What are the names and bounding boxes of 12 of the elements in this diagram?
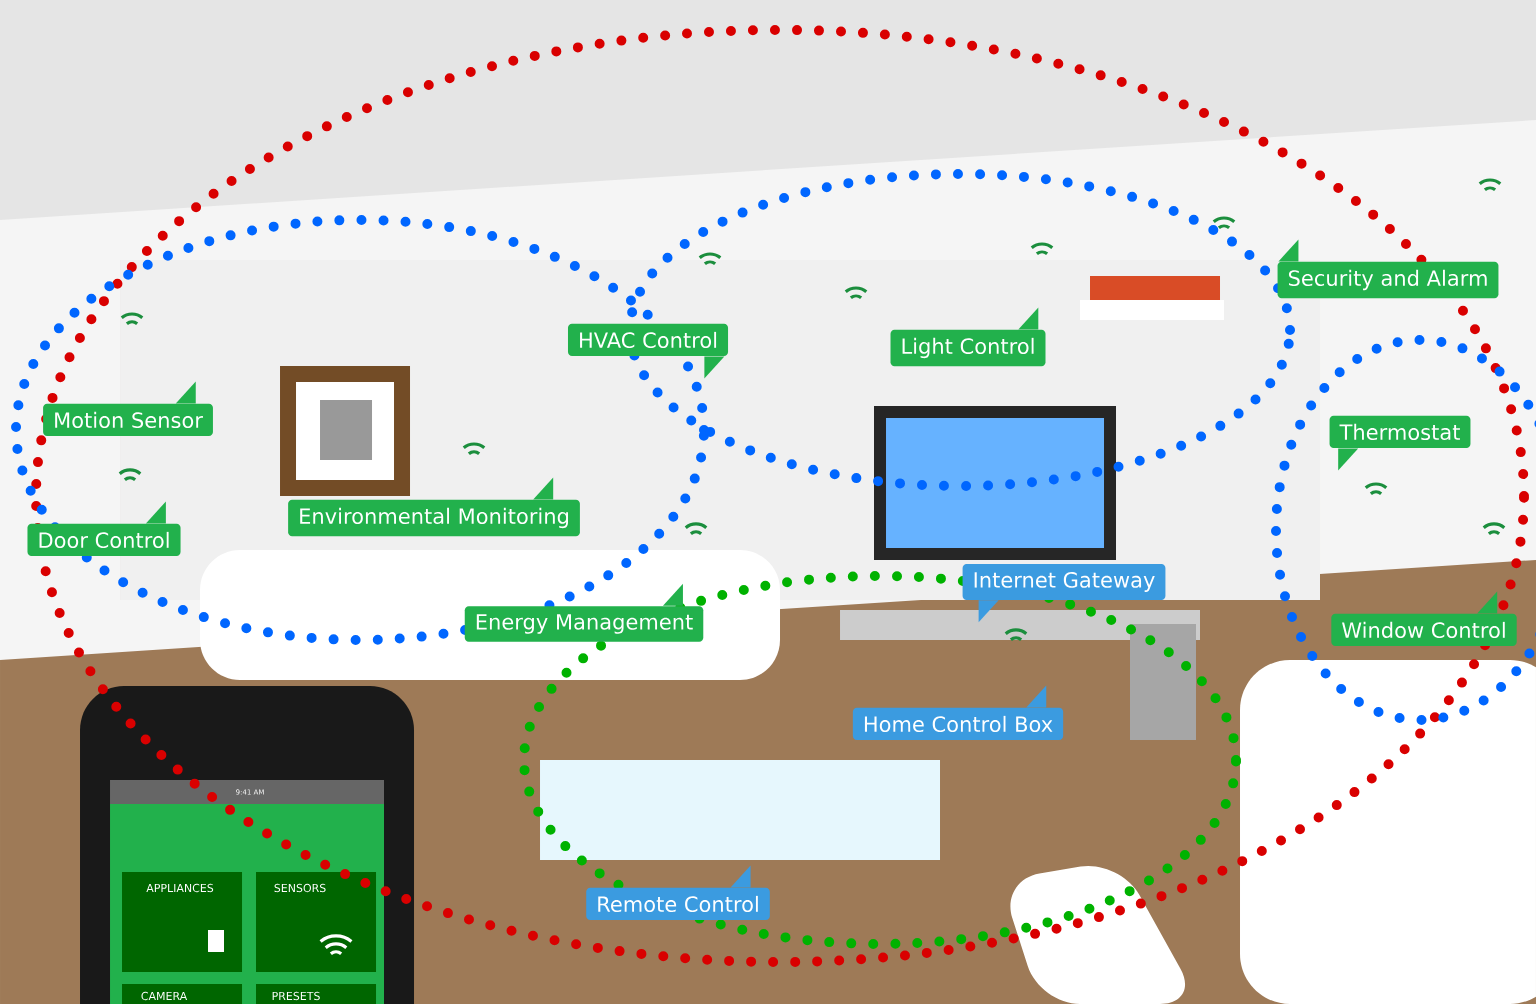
callout-bubble: Light Control	[890, 307, 1046, 367]
callout-bubble: Thermostat	[1329, 415, 1471, 471]
callout-bubble: Remote Control	[586, 865, 770, 921]
callout-bubble: HVAC Control	[568, 323, 729, 379]
callout-bubble: Internet Gateway	[962, 564, 1166, 623]
callout-bubble: Home Control Box	[852, 685, 1064, 741]
callout-bubble: Security and Alarm	[1277, 239, 1499, 299]
callout-bubble: Door Control	[27, 501, 181, 557]
callout-bubble: Energy Management	[464, 583, 704, 642]
callout-bubble: Window Control	[1331, 591, 1517, 647]
callout-bubble: Motion Sensor	[43, 381, 213, 437]
callout-bubble: Environmental Monitoring	[288, 477, 580, 537]
